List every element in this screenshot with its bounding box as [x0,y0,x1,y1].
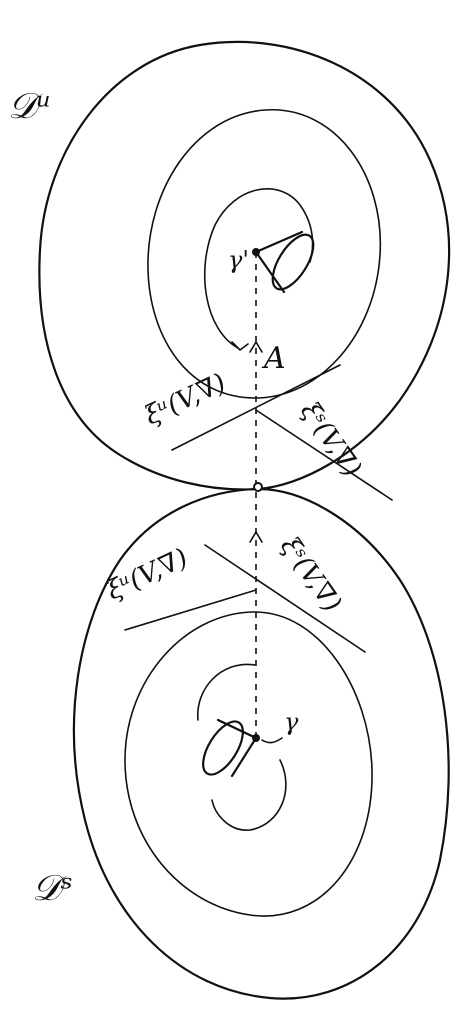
upper-xi-unstable-label: ξᵘ(V,∇) [140,368,230,431]
domain-unstable-label: 𝒟ᵘ [8,86,51,127]
upper-cone-base [265,228,322,295]
lower-cone [195,715,282,781]
flow-arrow-label: A [261,341,286,376]
lower-inner-ring [125,612,372,916]
heteroclinic-point [254,483,262,491]
lower-xi-unstable-label: ξᵘ(V,∇) [102,543,192,606]
domain-stable-label: 𝒟ˢ [32,868,73,909]
gamma-label: γ [284,708,299,736]
upper-cone [252,228,321,295]
upper-innermost-loop [205,189,313,348]
lower-cone-base [195,715,251,781]
lower-unstable-line [125,590,256,630]
lower-innermost-loop [198,664,286,830]
lower-xi-stable-label: ξˢ(V,∇) [274,532,347,618]
lower-gamma-pointer [262,738,282,743]
gamma-prime-label: γ' [228,246,249,274]
upper-xi-stable-label: ξˢ(V,∇) [294,397,367,483]
